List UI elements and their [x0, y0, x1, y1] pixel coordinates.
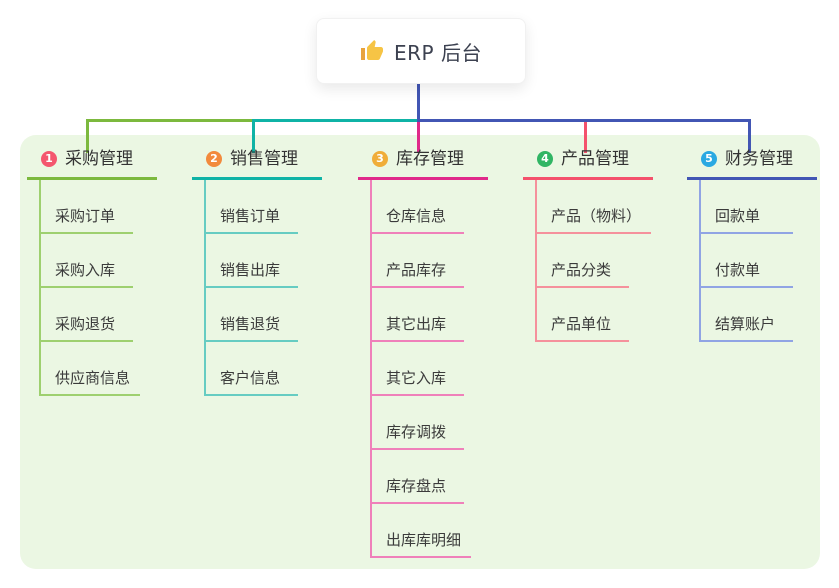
branch-number-badge: 2 — [206, 151, 222, 167]
child-node-label[interactable]: 销售出库 — [206, 260, 298, 288]
child-node: 产品（物料） — [537, 180, 653, 234]
branch-children-inventory: 仓库信息产品库存其它出库其它入库库存调拨库存盘点出库库明细 — [370, 180, 488, 558]
branch-title-product[interactable]: 4 产品管理 — [523, 145, 653, 180]
child-node: 回款单 — [701, 180, 817, 234]
child-node: 其它出库 — [372, 288, 488, 342]
branch-number-badge: 4 — [537, 151, 553, 167]
child-node: 结算账户 — [701, 288, 817, 342]
branch-finance: 5 财务管理回款单付款单结算账户 — [687, 145, 817, 342]
child-node-label[interactable]: 其它入库 — [372, 368, 464, 396]
branch-number-badge: 5 — [701, 151, 717, 167]
child-node: 客户信息 — [206, 342, 322, 396]
branch-children-purchase: 采购订单采购入库采购退货供应商信息 — [39, 180, 157, 396]
branch-drop-connector-finance — [748, 119, 751, 153]
branch-drop-connector-sales — [252, 119, 255, 153]
branch-title-purchase[interactable]: 1 采购管理 — [27, 145, 157, 180]
branch-label: 产品管理 — [561, 149, 629, 169]
child-node-label[interactable]: 付款单 — [701, 260, 793, 288]
branch-label: 销售管理 — [230, 149, 298, 169]
child-node-label[interactable]: 采购退货 — [41, 314, 133, 342]
child-node: 产品分类 — [537, 234, 653, 288]
branch-product: 4 产品管理产品（物料） 产品分类产品单位 — [523, 145, 653, 342]
child-node-label[interactable]: 回款单 — [701, 206, 793, 234]
child-node-label[interactable]: 产品（物料） — [537, 206, 652, 234]
branch-title-sales[interactable]: 2 销售管理 — [192, 145, 322, 180]
child-node-label[interactable]: 产品单位 — [537, 314, 629, 342]
child-node-label[interactable]: 出库库明细 — [372, 530, 472, 558]
branch-drop-connector-inventory — [417, 119, 420, 153]
child-node: 仓库信息 — [372, 180, 488, 234]
child-node-label[interactable]: 产品库存 — [372, 260, 464, 288]
child-node: 销售退货 — [206, 288, 322, 342]
child-node: 采购入库 — [41, 234, 157, 288]
child-node: 付款单 — [701, 234, 817, 288]
child-node: 销售订单 — [206, 180, 322, 234]
branch-inventory: 3 库存管理仓库信息产品库存其它出库其它入库库存调拨库存盘点出库库明细 — [358, 145, 488, 558]
branch-drop-connector-product — [584, 119, 587, 153]
root-stem-connector — [417, 82, 420, 122]
branch-children-finance: 回款单付款单结算账户 — [699, 180, 817, 342]
branch-label: 库存管理 — [396, 149, 464, 169]
child-node-label[interactable]: 库存调拨 — [372, 422, 464, 450]
branch-sales: 2 销售管理销售订单销售出库销售退货客户信息 — [192, 145, 322, 396]
bus-segment-2 — [417, 119, 751, 122]
mindmap-board — [20, 135, 820, 569]
child-node: 出库库明细 — [372, 504, 488, 558]
child-node-label[interactable]: 结算账户 — [701, 314, 793, 342]
child-node: 采购退货 — [41, 288, 157, 342]
child-node: 销售出库 — [206, 234, 322, 288]
child-node-label[interactable]: 客户信息 — [206, 368, 298, 396]
child-node-label[interactable]: 销售订单 — [206, 206, 298, 234]
branch-label: 采购管理 — [65, 149, 133, 169]
branch-title-inventory[interactable]: 3 库存管理 — [358, 145, 488, 180]
branch-purchase: 1 采购管理采购订单采购入库采购退货供应商信息 — [27, 145, 157, 396]
child-node-label[interactable]: 供应商信息 — [41, 368, 141, 396]
child-node-label[interactable]: 销售退货 — [206, 314, 298, 342]
child-node: 产品库存 — [372, 234, 488, 288]
child-node: 产品单位 — [537, 288, 653, 342]
child-node-label[interactable]: 产品分类 — [537, 260, 629, 288]
root-title: ERP 后台 — [394, 40, 482, 65]
child-node-label[interactable]: 库存盘点 — [372, 476, 464, 504]
branch-children-sales: 销售订单销售出库销售退货客户信息 — [204, 180, 322, 396]
bus-segment-0 — [86, 119, 254, 122]
branch-drop-connector-purchase — [86, 119, 89, 153]
branch-children-product: 产品（物料） 产品分类产品单位 — [535, 180, 653, 342]
child-node-label[interactable]: 仓库信息 — [372, 206, 464, 234]
child-node: 库存调拨 — [372, 396, 488, 450]
branch-label: 财务管理 — [725, 149, 793, 169]
child-node: 采购订单 — [41, 180, 157, 234]
child-node: 库存盘点 — [372, 450, 488, 504]
child-node-label[interactable]: 采购订单 — [41, 206, 133, 234]
branch-title-finance[interactable]: 5 财务管理 — [687, 145, 817, 180]
child-node-label[interactable]: 其它出库 — [372, 314, 464, 342]
bus-segment-1 — [252, 119, 419, 122]
thumbs-up-icon — [360, 39, 384, 63]
child-node-label[interactable]: 采购入库 — [41, 260, 133, 288]
branch-number-badge: 3 — [372, 151, 388, 167]
branch-number-badge: 1 — [41, 151, 57, 167]
child-node: 供应商信息 — [41, 342, 157, 396]
child-node: 其它入库 — [372, 342, 488, 396]
root-node[interactable]: ERP 后台 — [316, 18, 526, 84]
